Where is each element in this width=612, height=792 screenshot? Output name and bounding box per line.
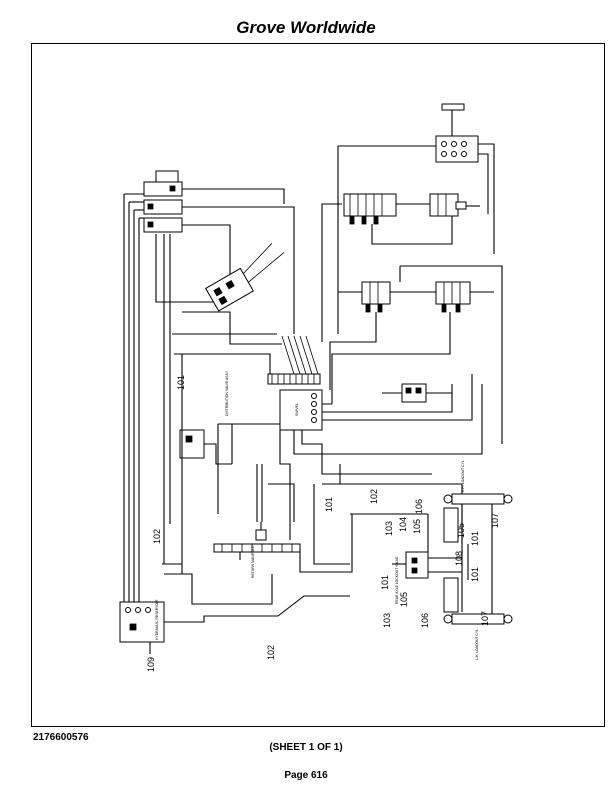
label-rh-loadout-cyl: R.H. LOADOUT CYL <box>461 460 465 492</box>
callout-109: 109 <box>146 657 156 672</box>
distribution-valve <box>204 242 285 312</box>
callout-104: 104 <box>398 517 408 532</box>
callout-103-a: 103 <box>384 521 394 536</box>
part-number: 2176600576 <box>33 732 89 743</box>
schematic-drawing: 101 101 101 101 101 102 102 102 103 103 … <box>119 103 513 672</box>
lockout-valve <box>405 551 429 579</box>
page-number: Page 616 <box>284 770 328 781</box>
label-lh-loadout-cyl: L.H. LOADOUT CYL <box>475 629 479 660</box>
sheet-label: (SHEET 1 OF 1) <box>269 742 343 753</box>
return-manifold <box>213 529 301 553</box>
callout-107-b: 107 <box>480 611 490 626</box>
callout-102-a: 102 <box>152 529 162 544</box>
callout-101-a: 101 <box>176 375 186 390</box>
upper-right-valve-2 <box>429 193 467 217</box>
lh-loadout-cylinder <box>443 577 513 625</box>
callout-101-b: 101 <box>324 497 334 512</box>
callout-103-b: 103 <box>382 613 392 628</box>
outrigger-valve <box>401 383 427 403</box>
upper-right-valve <box>343 193 397 225</box>
callout-101-c: 101 <box>380 575 390 590</box>
header-title: Grove Worldwide <box>236 18 376 37</box>
callout-105-a: 105 <box>412 519 422 534</box>
label-return-manifold: RETURN MANIFOLD <box>251 545 255 578</box>
rh-loadout-cylinder <box>443 493 513 543</box>
mid-right-valve-2 <box>435 281 471 313</box>
label-swivel: SWIVEL <box>295 403 299 416</box>
callout-107-a: 107 <box>490 513 500 528</box>
callouts: 101 101 101 101 101 102 102 102 103 103 … <box>146 375 500 672</box>
callout-101-e: 101 <box>470 567 480 582</box>
manifold-top-right <box>435 103 479 163</box>
callout-105-c: 105 <box>456 523 466 538</box>
small-box <box>179 429 205 459</box>
callout-108: 108 <box>454 551 464 566</box>
mid-right-valve-1 <box>361 281 391 313</box>
callout-106-a: 106 <box>414 499 424 514</box>
label-distribution-valve: DISTRIBUTION VALVE ASSY <box>225 370 229 416</box>
callout-101-d: 101 <box>470 531 480 546</box>
component-labels: R.H. LOADOUT CYL L.H. LOADOUT CYL RETURN… <box>155 370 479 660</box>
callout-102-c: 102 <box>266 645 276 660</box>
hydraulic-schematic: 101 101 101 101 101 102 102 102 103 103 … <box>31 43 605 727</box>
label-lockout-valve: REAR AXLE LOCKOUT VALVE <box>395 556 399 604</box>
swivel <box>267 373 323 431</box>
callout-105-b: 105 <box>399 592 409 607</box>
left-line-bundle <box>123 188 295 604</box>
label-hydraulic-reservoir: HYDRAULIC RESERVOIR <box>155 599 159 640</box>
hydraulic-reservoir <box>119 601 165 643</box>
control-valve-stack <box>143 170 183 233</box>
callout-106-b: 106 <box>420 613 430 628</box>
callout-102-b: 102 <box>369 489 379 504</box>
